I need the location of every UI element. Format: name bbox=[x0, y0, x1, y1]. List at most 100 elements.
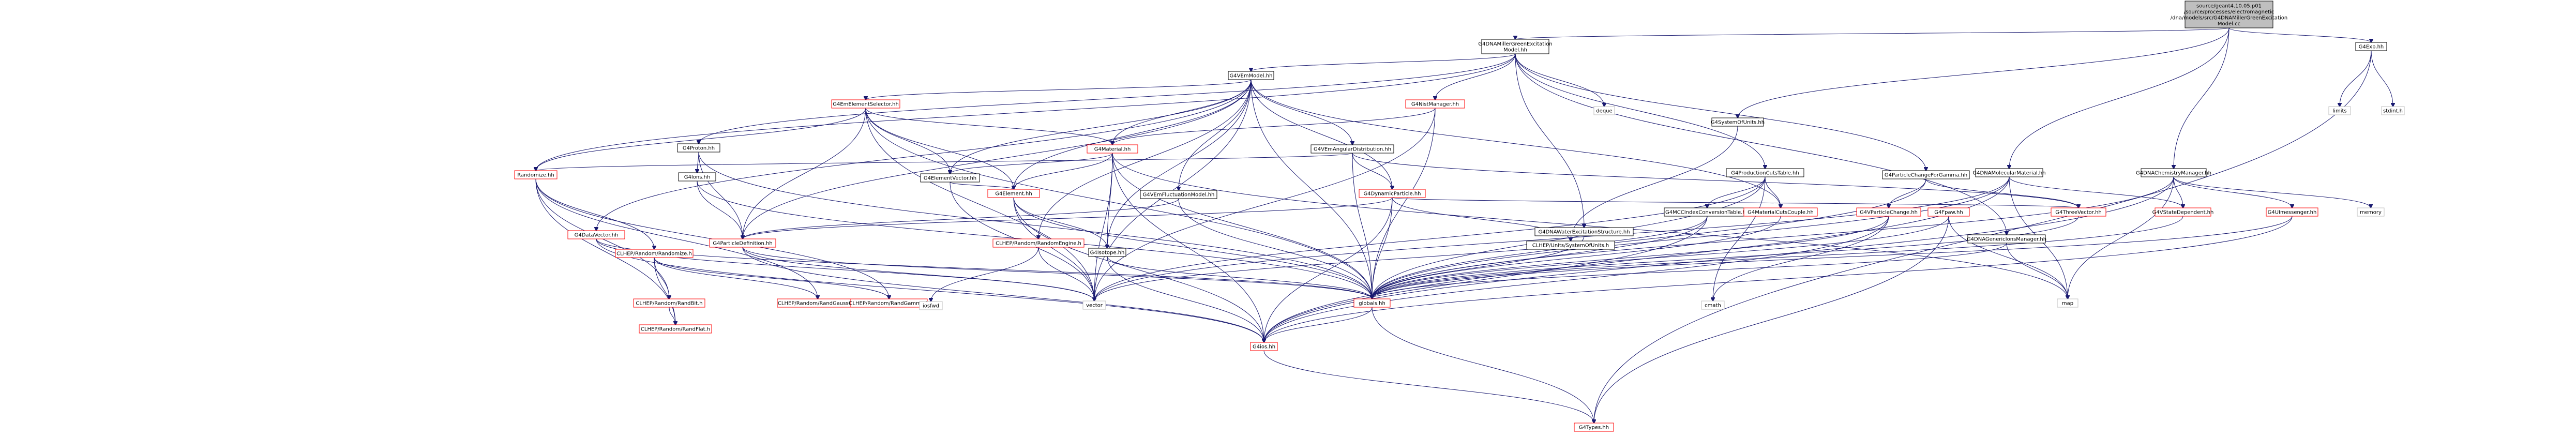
node-clhep-randomize[interactable]: CLHEP/Random/Randomize.h bbox=[615, 249, 694, 258]
include-edge-vemodel-to-partdef bbox=[743, 79, 1252, 239]
node-label: G4VStateDependent.hh bbox=[2152, 210, 2214, 216]
node-ions[interactable]: G4Ions.hh bbox=[678, 172, 716, 182]
node-label: stdint.h bbox=[2383, 109, 2403, 114]
node-vemodel[interactable]: G4VEmModel.hh bbox=[1228, 71, 1274, 80]
node-umessenger[interactable]: G4UImessenger.hh bbox=[2266, 207, 2318, 217]
node-element[interactable]: G4Element.hh bbox=[987, 189, 1040, 198]
node-box bbox=[1310, 144, 1394, 154]
node-dnagenericion[interactable]: G4DNAGenericIonsManager.hh bbox=[1967, 234, 2046, 244]
node-deque[interactable]: deque bbox=[1593, 106, 1615, 115]
node-globals[interactable]: globals.hh bbox=[1353, 298, 1391, 308]
include-edge-vemodel-to-matcuts bbox=[1251, 79, 1781, 208]
node-emelsel[interactable]: G4EmElementSelector.hh bbox=[831, 99, 900, 109]
node-box bbox=[1087, 144, 1138, 154]
include-edge-dnagenericion-to-map bbox=[2006, 243, 2068, 299]
node-randomize[interactable]: Randomize.hh bbox=[514, 170, 558, 179]
node-box bbox=[1082, 300, 1106, 310]
node-label: /dna/models/src/G4DNAMillerGreenExcitati… bbox=[2171, 15, 2287, 21]
node-label: Randomize.hh bbox=[517, 173, 554, 178]
node-pcforgamma[interactable]: G4ParticleChangeForGamma.hh bbox=[1882, 170, 1970, 179]
node-vemfluct[interactable]: G4VEmFluctuationModel.hh bbox=[1140, 190, 1217, 199]
include-edge-miller_hh-to-prodcuts bbox=[1515, 53, 1765, 169]
node-vstatedep[interactable]: G4VStateDependent.hh bbox=[2152, 207, 2214, 217]
node-randgaussq[interactable]: CLHEP/Random/RandGaussQ.h bbox=[777, 298, 858, 308]
node-label: /source/processes/electromagnetic bbox=[2184, 9, 2274, 15]
node-clhep-units[interactable]: CLHEP/Units/SystemOfUnits.h bbox=[1526, 240, 1615, 250]
include-edge-dynpart-to-g4ios bbox=[1264, 197, 1393, 342]
node-root[interactable]: source/geant4.10.05.p01/source/processes… bbox=[2171, 1, 2287, 28]
node-g4ios[interactable]: G4ios.hh bbox=[1250, 342, 1278, 351]
include-edge-root-to-g4exp bbox=[2228, 27, 2371, 42]
node-randengine[interactable]: CLHEP/Random/RandomEngine.h bbox=[992, 238, 1084, 248]
node-dnawater[interactable]: G4DNAWaterExcitationStructure.hh bbox=[1534, 227, 1634, 236]
node-box bbox=[639, 324, 712, 334]
node-box bbox=[1726, 168, 1804, 177]
node-g4types[interactable]: G4Types.hh bbox=[1574, 423, 1614, 432]
node-randflat[interactable]: CLHEP/Random/RandFlat.h bbox=[639, 324, 712, 334]
node-vpchange[interactable]: G4VParticleChange.hh bbox=[1856, 207, 1921, 217]
node-label: G4VEmFluctuationModel.hh bbox=[1143, 192, 1215, 198]
include-edge-datavec-to-globals bbox=[596, 238, 1372, 299]
node-box bbox=[2355, 42, 2387, 51]
node-box bbox=[2357, 207, 2385, 217]
node-nistmgr[interactable]: G4NistManager.hh bbox=[1405, 99, 1465, 109]
include-edge-umessenger-to-globals bbox=[1372, 216, 2293, 299]
node-label: iosfwd bbox=[923, 304, 939, 309]
node-timevec[interactable]: G4ThreeVector.hh bbox=[2051, 207, 2106, 217]
node-cmath[interactable]: cmath bbox=[1701, 300, 1725, 310]
node-box bbox=[1743, 207, 1818, 217]
node-box bbox=[1140, 190, 1217, 199]
node-randgamma[interactable]: CLHEP/Random/RandGamma.h bbox=[849, 298, 929, 308]
node-label: CLHEP/Random/RandGaussQ.h bbox=[778, 301, 857, 307]
node-g4exp[interactable]: G4Exp.hh bbox=[2355, 42, 2387, 51]
node-emangular[interactable]: G4VEmAngularDistribution.hh bbox=[1310, 144, 1394, 154]
include-edge-randomize-to-randgaussq bbox=[535, 178, 818, 299]
node-datavec[interactable]: G4DataVector.hh bbox=[567, 230, 625, 239]
include-edge-fpaw-to-g4types bbox=[1594, 216, 1949, 423]
include-edge-dnachem-to-g4ios bbox=[1264, 176, 2174, 342]
include-edge-datavec-to-g4ios bbox=[596, 238, 1264, 342]
node-partdef[interactable]: G4ParticleDefinition.hh bbox=[709, 238, 776, 248]
node-label: G4Element.hh bbox=[995, 191, 1032, 197]
node-memory[interactable]: memory bbox=[2357, 207, 2385, 217]
include-edge-isotope-to-globals bbox=[1107, 256, 1372, 299]
include-edge-emelsel-to-randomize bbox=[536, 108, 866, 171]
node-elemvec[interactable]: G4ElementVector.hh bbox=[920, 173, 980, 183]
node-iosfwd[interactable]: iosfwd bbox=[919, 301, 943, 310]
include-edge-g4exp-to-stdint bbox=[2371, 50, 2393, 107]
node-mcc[interactable]: G4MCCIndexConversionTable.hh bbox=[1664, 207, 1751, 217]
include-edge-vpchange-to-g4ios bbox=[1264, 216, 1889, 342]
node-proton[interactable]: G4Proton.hh bbox=[677, 143, 720, 153]
node-matcuts[interactable]: G4MaterialCutsCouple.hh bbox=[1743, 207, 1818, 217]
include-edge-element-to-isotope bbox=[1013, 197, 1107, 248]
node-label: G4Material.hh bbox=[1094, 147, 1131, 153]
node-box bbox=[1927, 207, 1970, 217]
node-stdint[interactable]: stdint.h bbox=[2381, 106, 2405, 115]
include-edge-mcc-to-vector bbox=[1094, 216, 1708, 301]
node-fpaw[interactable]: G4Fpaw.hh bbox=[1927, 207, 1970, 217]
node-dnamol[interactable]: G4DNAMolecularMaterial.hh bbox=[1972, 168, 2046, 177]
node-prodcuts[interactable]: G4ProductionCutsTable.hh bbox=[1726, 168, 1804, 177]
node-limits[interactable]: limits bbox=[2328, 106, 2351, 115]
node-dynpart[interactable]: G4DynamicParticle.hh bbox=[1359, 189, 1426, 198]
node-label: CLHEP/Random/RandBit.h bbox=[636, 301, 702, 307]
node-sysofunits[interactable]: G4SystemOfUnits.hh bbox=[1711, 117, 1765, 127]
node-isotope[interactable]: G4Isotope.hh bbox=[1088, 248, 1126, 257]
include-edge-dnamol-to-globals bbox=[1372, 176, 2010, 299]
node-dnachem[interactable]: G4DNAChemistryManager.hh bbox=[2136, 168, 2211, 177]
node-material[interactable]: G4Material.hh bbox=[1087, 144, 1138, 154]
node-randbit[interactable]: CLHEP/Random/RandBit.h bbox=[633, 298, 705, 308]
include-edge-sysofunits-to-clhep_units bbox=[1571, 126, 1738, 241]
include-edge-partdef-to-g4ios bbox=[742, 247, 1264, 342]
node-vector[interactable]: vector bbox=[1082, 300, 1106, 310]
include-edge-pcforgamma-to-vpchange bbox=[1889, 178, 1926, 208]
include-edge-dnamol-to-vstatedep bbox=[2009, 176, 2183, 208]
node-label: G4ElementVector.hh bbox=[924, 176, 976, 182]
include-edge-vstatedep-to-globals bbox=[1372, 216, 2183, 299]
node-map[interactable]: map bbox=[2057, 298, 2078, 308]
node-label: CLHEP/Random/Randomize.h bbox=[616, 251, 692, 257]
include-edge-proton-to-globals bbox=[698, 152, 1372, 299]
include-edge-vemfluct-to-partdef bbox=[743, 198, 1179, 239]
